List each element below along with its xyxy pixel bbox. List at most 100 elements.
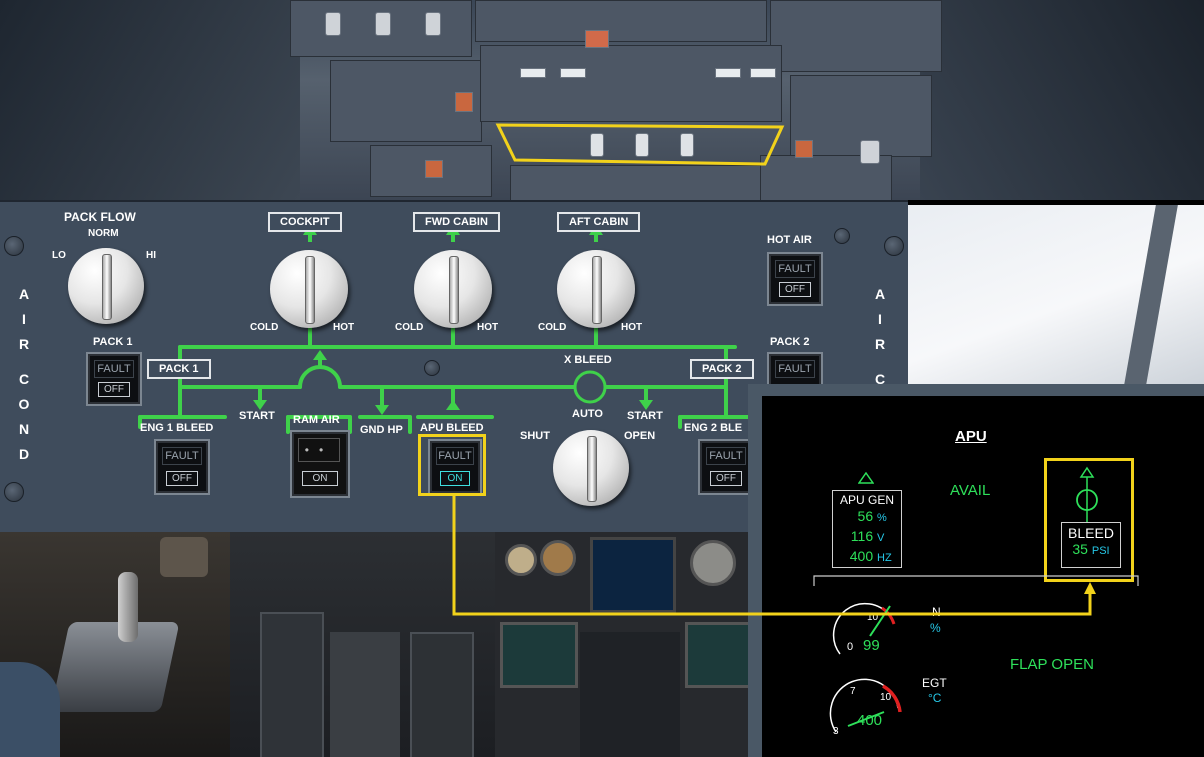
ram-air-guard-screws: •• [298, 438, 340, 462]
hot-air-pushbutton[interactable]: FAULT OFF [767, 252, 823, 306]
right-window-frame [920, 0, 1204, 200]
panel-screw [4, 482, 24, 502]
eng1-bleed-off-light: OFF [166, 471, 198, 486]
ecam-apu-page: APU APU GEN 56 % 116 V 400 HZ AVAIL BLEE… [762, 396, 1204, 757]
egt-gauge-label: EGT [922, 676, 947, 690]
pack1-box-label: PACK 1 [147, 359, 211, 379]
left-window-frame [0, 0, 300, 200]
pack1-pushbutton[interactable]: FAULT OFF [86, 352, 142, 406]
pack2-box-label: PACK 2 [690, 359, 754, 379]
apu-bleed-pushbutton[interactable]: FAULT ON [428, 439, 482, 495]
apu-bleed-highlight-box [418, 434, 486, 496]
fwd-cabin-cold-label: COLD [395, 322, 424, 333]
indicator-light [715, 68, 741, 78]
apu-bleed-on-light: ON [440, 471, 470, 486]
cockpit-hot-label: HOT [333, 322, 355, 333]
eng1-bleed-label: ENG 1 BLEED [140, 422, 214, 434]
pack-flow-lo-label: LO [52, 250, 66, 261]
overhead-panel-block [510, 165, 772, 200]
captain-seat [0, 662, 60, 757]
toggle-switch [375, 12, 391, 36]
toggle-switch [425, 12, 441, 36]
egt-gauge-unit: °C [928, 691, 942, 705]
eng2-bleed-off-light: OFF [710, 471, 742, 486]
pack1-fault-light: FAULT [94, 360, 134, 378]
hot-air-fault-light: FAULT [775, 260, 815, 278]
overhead-highlight-box [495, 123, 785, 166]
apu-gen-volt-unit: V [877, 532, 885, 544]
apu-egt-gauge [829, 678, 902, 733]
pack2-switch-label: PACK 2 [770, 336, 810, 348]
fwd-cabin-zone-label: FWD CABIN [413, 212, 500, 232]
throttle-lever [410, 632, 474, 757]
apu-gen-volt-value: 116 [850, 528, 874, 544]
apu-bleed-fault-light: FAULT [436, 447, 474, 465]
standby-gauge [690, 540, 736, 586]
egt-gauge-tick-3: 3 [833, 726, 839, 737]
apu-gen-load-unit: % [877, 512, 887, 524]
ecam-separator-line [813, 575, 1139, 586]
toggle-switch [680, 133, 694, 157]
ecam-display-small [590, 537, 676, 613]
eng2-bleed-fault-light: FAULT [706, 447, 746, 465]
ecam-apu-title: APU [955, 428, 987, 445]
indicator-light [520, 68, 546, 78]
pack-flow-norm-label: NORM [88, 228, 119, 239]
overhead-panel-block [770, 0, 942, 72]
standby-gauge [540, 540, 576, 576]
apu-avail-indication: AVAIL [950, 482, 991, 499]
fwd-cabin-hot-label: HOT [477, 322, 499, 333]
guarded-switch [455, 92, 473, 112]
eng1-bleed-pushbutton[interactable]: FAULT OFF [154, 439, 210, 495]
window-frame-post [1124, 205, 1178, 385]
guarded-switch [585, 30, 609, 48]
egt-gauge-value: 400 [857, 712, 883, 729]
ecam-bleed-highlight-box [1044, 458, 1134, 582]
apu-bleed-label: APU BLEED [420, 422, 484, 434]
egt-gauge-tick-10: 10 [880, 692, 892, 703]
apu-n-gauge [832, 602, 896, 655]
eng2-bleed-pushbutton[interactable]: FAULT OFF [698, 439, 754, 495]
pack-flow-selector[interactable] [68, 248, 144, 324]
fwd-cabin-temp-selector[interactable] [414, 250, 492, 328]
cockpit-zone-label: COCKPIT [268, 212, 342, 232]
apu-gen-load-value: 56 [857, 508, 874, 524]
sidestick [118, 572, 138, 642]
x-bleed-label: X BLEED [564, 354, 612, 366]
x-bleed-auto-label: AUTO [572, 408, 603, 420]
n-gauge-value: 99 [863, 637, 880, 654]
center-pedestal [580, 632, 680, 757]
hot-air-off-light: OFF [779, 282, 811, 297]
eng2-bleed-label: ENG 2 BLE [684, 422, 743, 434]
overhead-panel-photo [0, 0, 1204, 200]
aft-cabin-temp-selector[interactable] [557, 250, 635, 328]
aft-cabin-zone-label: AFT CABIN [557, 212, 641, 232]
gnd-hp-label: GND HP [360, 424, 403, 436]
ram-air-label: RAM AIR [293, 414, 340, 426]
x-bleed-selector[interactable] [553, 430, 629, 506]
start-left-label: START [239, 410, 275, 422]
cockpit-temp-selector[interactable] [270, 250, 348, 328]
n-gauge-label: N [932, 605, 941, 619]
panel-screw [4, 236, 24, 256]
pack-flow-title: PACK FLOW [64, 210, 136, 224]
pedestal-photo [0, 532, 760, 757]
egt-gauge-tick-7: 7 [850, 686, 856, 697]
apu-gen-triangle-icon [858, 472, 874, 484]
apu-gen-box: APU GEN 56 % 116 V 400 HZ [832, 490, 902, 568]
panel-screw [424, 360, 440, 376]
guarded-switch [425, 160, 443, 178]
hot-air-label: HOT AIR [767, 234, 812, 246]
pack2-fault-light: FAULT [775, 360, 815, 378]
apu-gen-freq-value: 400 [849, 548, 874, 564]
indicator-light [560, 68, 586, 78]
ram-air-on-light: ON [302, 471, 338, 486]
ram-air-guarded-pushbutton[interactable]: •• ON [290, 430, 350, 498]
guarded-switch [795, 140, 813, 158]
sidestick-base [50, 622, 180, 712]
toggle-switch [325, 12, 341, 36]
start-right-label: START [627, 410, 663, 422]
apu-gen-freq-unit: HZ [877, 552, 892, 564]
n-gauge-tick-0: 0 [847, 641, 854, 653]
